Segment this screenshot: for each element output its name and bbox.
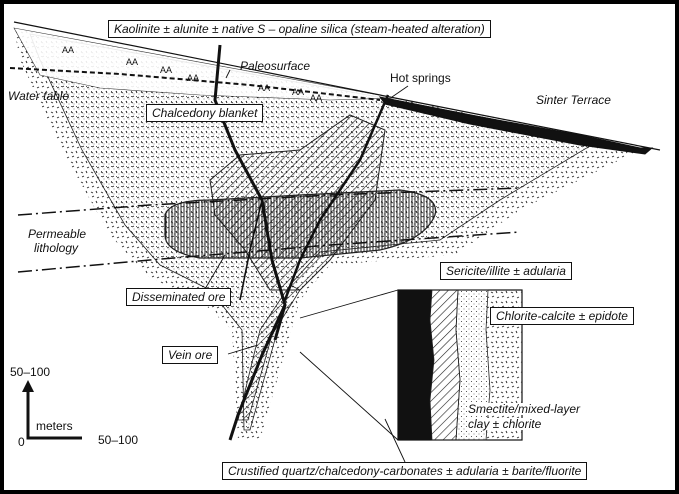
feeder-vein-branch — [239, 199, 263, 301]
scale-zero-label: 0 — [18, 435, 25, 449]
label-chalcedony-blanket: Chalcedony blanket — [146, 104, 264, 122]
scale-unit-label: meters — [36, 419, 73, 433]
feeder-vein-hotspring — [283, 94, 390, 301]
leader-hot-springs — [391, 85, 409, 98]
scale-vertical-label: 50–100 — [10, 365, 51, 379]
label-sericite: Sericite/illite ± adularia — [440, 262, 572, 280]
label-paleosurface: Paleosurface — [240, 59, 311, 73]
zoom-connector-bottom — [299, 351, 399, 441]
leader-paleosurface — [225, 69, 231, 79]
aa-mark: AA — [160, 65, 173, 75]
label-permeable-1: Permeable — [28, 227, 87, 241]
permeable-lithology-bottom — [17, 231, 521, 273]
disseminated-ore-lens — [164, 189, 437, 259]
inset-sericite-band — [429, 289, 461, 441]
label-alteration: Kaolinite ± alunite ± native S – opaline… — [108, 20, 491, 38]
label-chlorite: Chlorite-calcite ± epidote — [490, 307, 634, 325]
scale-horizontal-label: 50–100 — [98, 433, 139, 447]
scale-bar — [26, 385, 82, 440]
label-smectite-2: clay ± chlorite — [468, 417, 542, 431]
label-vein-ore: Vein ore — [162, 346, 219, 364]
label-sinter-terrace: Sinter Terrace — [536, 93, 611, 107]
leader-crustified — [384, 418, 406, 463]
label-disseminated-ore: Disseminated ore — [126, 288, 232, 306]
aa-mark: AA — [258, 83, 271, 93]
label-crustified: Crustified quartz/chalcedony-carbonates … — [222, 462, 588, 480]
leader-vein-ore — [227, 344, 259, 355]
label-permeable-2: lithology — [34, 241, 79, 255]
aa-mark: AA — [126, 57, 139, 67]
permeable-lithology-top — [17, 187, 521, 216]
aa-mark: AA — [62, 45, 75, 55]
vein-ore-band — [237, 284, 301, 421]
zoom-connector-top — [299, 289, 399, 319]
aa-mark: AA — [292, 87, 305, 97]
label-water-table: Water table — [8, 89, 70, 103]
water-table-line — [9, 67, 381, 101]
label-hot-springs: Hot springs — [390, 71, 451, 85]
sinter-terrace — [378, 96, 654, 155]
aa-mark: AA — [310, 93, 323, 103]
feeder-vein-deep — [228, 304, 287, 441]
label-smectite-1: Smectite/mixed-layer — [468, 402, 581, 416]
inset-chlorite-band — [486, 290, 522, 440]
scale-bar-arrow — [22, 380, 34, 392]
aa-mark: AA — [187, 73, 200, 83]
ground-surface — [13, 21, 661, 151]
inset-vein-black — [398, 290, 434, 440]
leader-disseminated — [204, 254, 226, 290]
